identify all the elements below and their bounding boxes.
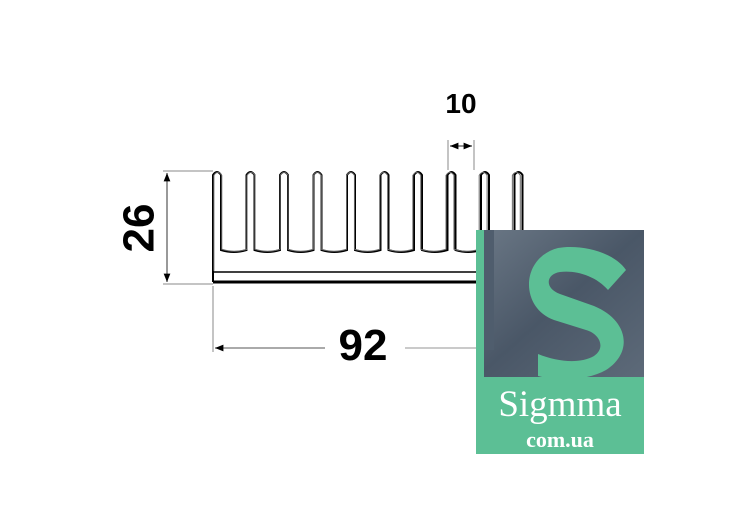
width-dimension-label: 92 (339, 321, 388, 370)
sigmma-logo-graphic (476, 230, 644, 454)
logo-left-stripe (476, 230, 484, 377)
logo-name-text: Sigmma (498, 384, 622, 425)
logo-text-band (476, 377, 644, 454)
logo-s-shape (528, 246, 626, 380)
fins-inner-outline (213, 171, 521, 271)
height-dimension: 26 (115, 170, 213, 285)
logo-steel-stripe (484, 230, 494, 350)
width-dimension: 92 (212, 286, 476, 370)
fin-pitch-label: 10 (445, 88, 476, 119)
height-dimension-label: 26 (115, 204, 164, 253)
logo-domain-text: com.ua (526, 427, 594, 452)
sigmma-logo-watermark: Sigmma com.ua (476, 230, 644, 454)
fin-pitch-dimension: 10 (445, 88, 477, 170)
